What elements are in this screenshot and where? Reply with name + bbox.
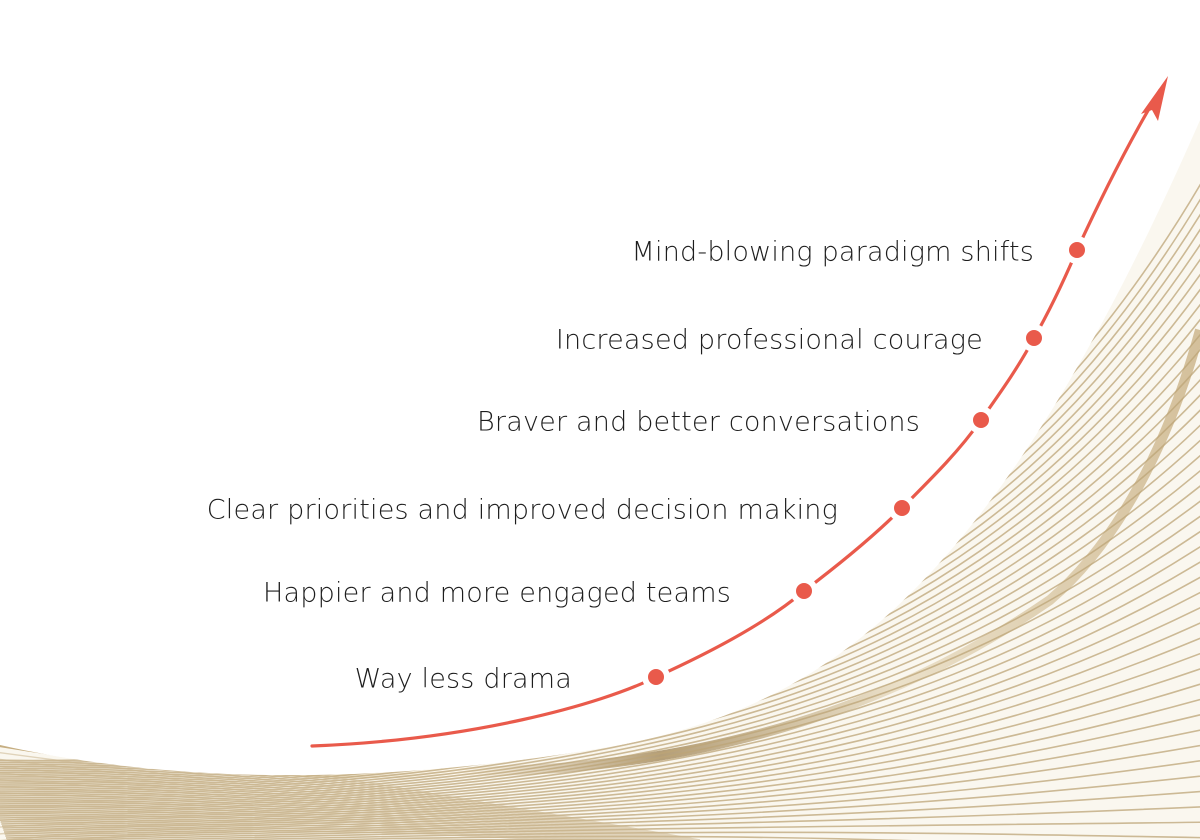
milestone-dot — [648, 669, 664, 685]
arrow-head-icon — [1141, 76, 1168, 121]
milestone-label: Way less drama — [354, 663, 572, 695]
milestone-label: Mind-blowing paradigm shifts — [631, 236, 1034, 268]
milestone-label: Increased professional courage — [555, 324, 983, 356]
milestone-dot — [1026, 330, 1042, 346]
milestone-dot — [1069, 242, 1085, 258]
milestone-dot — [894, 500, 910, 516]
milestone-dot — [796, 583, 812, 599]
milestone-label: Happier and more engaged teams — [263, 577, 731, 609]
milestone-label: Braver and better conversations — [477, 406, 920, 438]
milestone-label: Clear priorities and improved decision m… — [206, 494, 838, 526]
milestone-dot — [973, 412, 989, 428]
